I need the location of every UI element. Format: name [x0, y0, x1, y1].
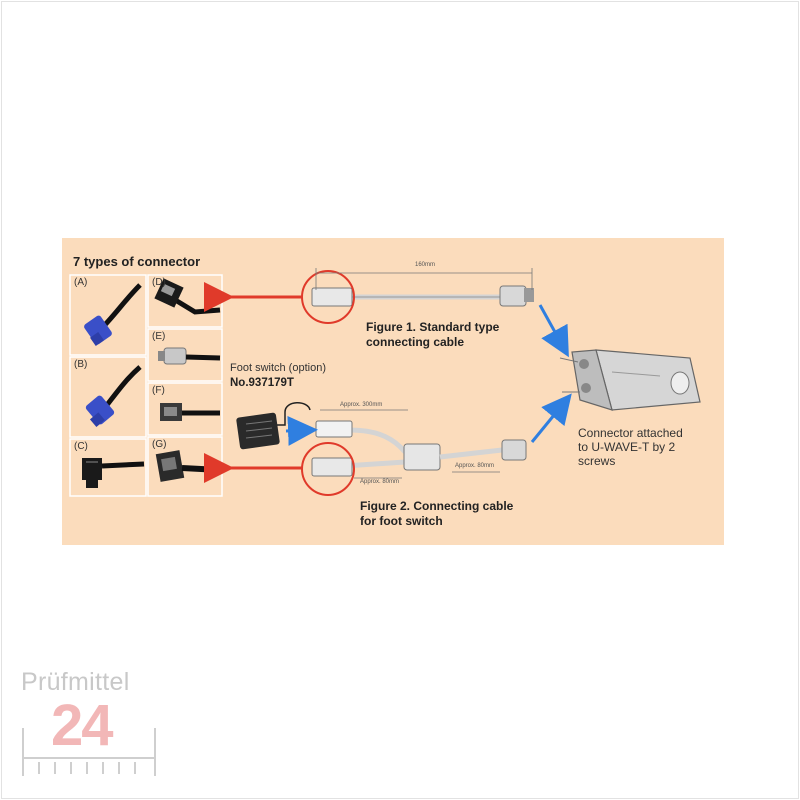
connector-a-label: (A): [74, 277, 88, 288]
connector-e-label: (E): [152, 331, 166, 342]
connector-c-label: (C): [74, 441, 88, 452]
logo-word: Prüfmittel: [21, 668, 130, 696]
connector-b-label: (B): [74, 359, 88, 370]
dimension-top: 160mm: [415, 262, 436, 268]
blue-arrow-bottom: [530, 393, 572, 443]
connector-f-label: (F): [152, 385, 165, 396]
connector-b-image: [85, 365, 142, 428]
foot-switch-part-no: No.937179T: [230, 377, 294, 389]
highlight-circle-bottom: [301, 442, 355, 496]
foot-switch-image: [236, 402, 311, 450]
figure1-caption: Figure 1. Standard type connecting cable: [366, 320, 500, 349]
dimension-foot-c: Approx. 80mm: [360, 479, 400, 485]
foot-switch-label: Foot switch (option): [230, 362, 326, 374]
connector-f-image: [160, 403, 220, 421]
logo-ruler: [22, 728, 156, 776]
dimension-foot-a: Approx. 300mm: [340, 402, 383, 408]
dimension-foot-b: Approx. 80mm: [455, 463, 495, 469]
logo-number: 24: [51, 693, 113, 758]
connector-e-image: [158, 347, 221, 365]
blue-arrow-foot: [285, 415, 318, 446]
diagram-title: 7 types of connector: [73, 254, 201, 269]
foot-switch-cable: [301, 409, 527, 496]
pruefmittel24-logo: Prüfmittel 24: [21, 668, 161, 780]
standard-cable: [301, 268, 534, 324]
highlight-circle-top: [301, 270, 355, 324]
blue-arrow-top: [538, 304, 569, 358]
connector-g-label: (G): [152, 439, 167, 450]
figure2-caption: Figure 2. Connecting cable for foot swit…: [360, 499, 514, 528]
connector-a-image: [84, 283, 142, 346]
connector-d-label: (D): [152, 277, 166, 288]
u-wave-t-device: [559, 349, 701, 411]
connector-c-image: [82, 458, 145, 488]
u-wave-caption: Connector attached to U-WAVE-T by 2 scre…: [578, 426, 683, 468]
